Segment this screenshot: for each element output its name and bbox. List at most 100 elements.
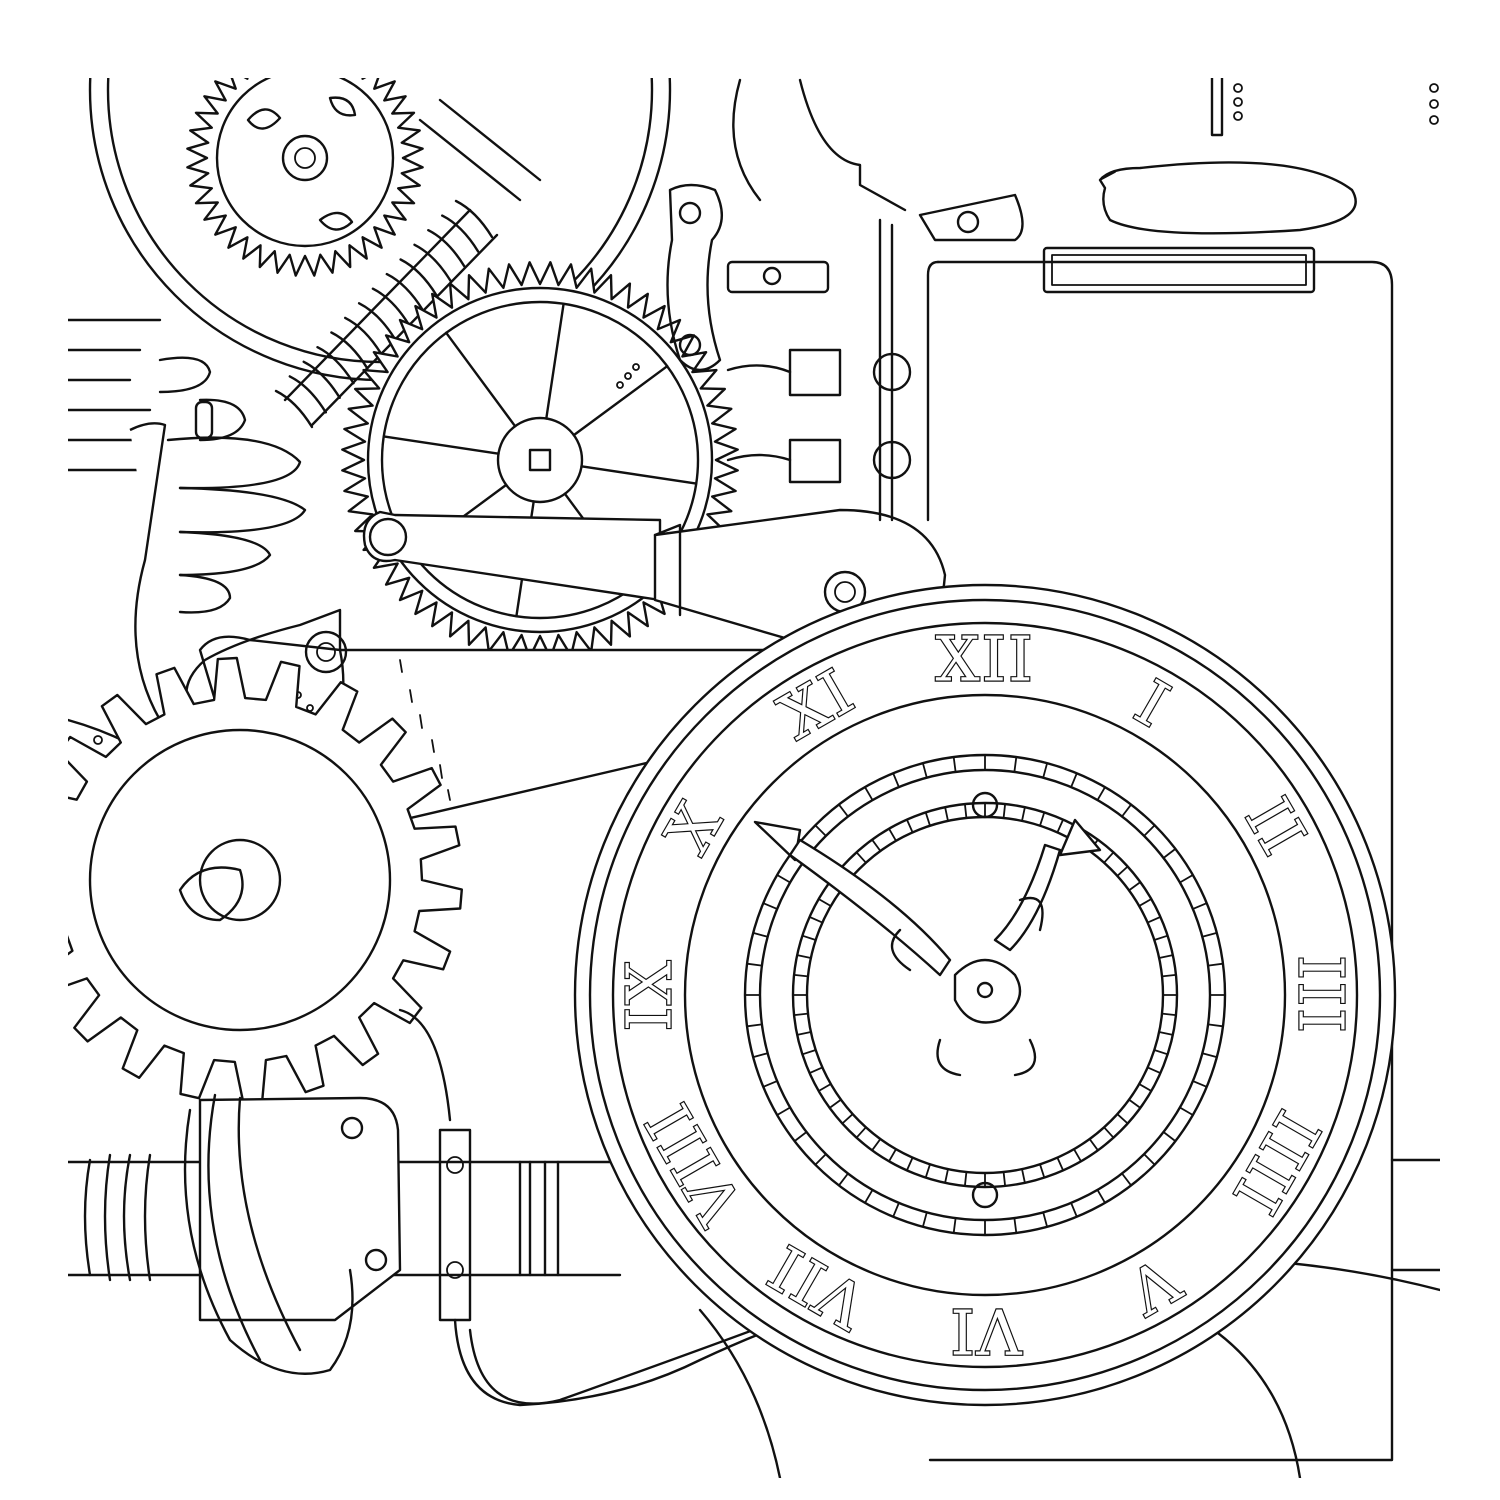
inner-ring-tick [839, 1174, 848, 1186]
minute-tick [1022, 1169, 1025, 1183]
minute-tick [810, 917, 823, 923]
inner-ring-tick [954, 1218, 956, 1233]
minute-tick [1154, 1050, 1167, 1054]
inner-ring-tick [795, 1132, 807, 1141]
inner-ring-tick [1144, 825, 1155, 836]
clock-hands [755, 820, 1100, 1075]
inner-ring-tick [1208, 964, 1223, 966]
inner-ring-tick [1180, 875, 1193, 883]
minute-tick [926, 812, 930, 825]
minute-tick [797, 955, 811, 958]
minute-tick [1148, 1067, 1161, 1073]
finger-clamp [160, 358, 305, 613]
inner-ring-tick [865, 1190, 873, 1203]
worm-screw [276, 201, 497, 427]
inner-ring-tick [1193, 1081, 1207, 1087]
clock-numeral: VI [948, 1295, 1022, 1368]
minute-tick [1159, 1032, 1173, 1035]
minute-tick [1004, 804, 1006, 818]
minute-tick [819, 899, 831, 906]
worm-ridge [428, 230, 464, 266]
inner-ring-tick [747, 1024, 762, 1026]
inner-ring-tick [839, 805, 848, 817]
minute-tick [1004, 1172, 1006, 1186]
minute-tick [1104, 852, 1113, 862]
clock-numeral: XII [935, 623, 1034, 696]
minute-tick [1040, 1164, 1044, 1177]
inner-ring-tick [1193, 903, 1207, 909]
gear-spoke [446, 333, 515, 426]
minute-tick [1139, 1084, 1151, 1091]
inner-ring-tick [1208, 1024, 1223, 1026]
minute-tick [1104, 1127, 1113, 1137]
inner-ring-tick [1014, 1218, 1016, 1233]
minute-tick [857, 1127, 866, 1137]
inner-ring-tick [753, 1053, 768, 1057]
worm-ridge [318, 347, 354, 383]
sprocket-gear-top [187, 78, 422, 275]
minute-tick [889, 829, 896, 841]
minute-tick [965, 804, 967, 818]
gear-spoke [384, 436, 499, 453]
minute-tick [872, 840, 880, 851]
top-right-oval-plate [1100, 78, 1438, 233]
dotted-trail [400, 660, 450, 800]
minute-tick [889, 1149, 896, 1161]
minute-tick [1159, 955, 1173, 958]
worm-ridge [359, 303, 395, 339]
inner-ring-tick [1071, 1203, 1077, 1217]
minute-tick [1040, 812, 1044, 825]
minute-tick [830, 1100, 841, 1108]
terminal-connectors [668, 80, 1023, 520]
minute-tick [1117, 1114, 1127, 1123]
minute-tick [1148, 917, 1161, 923]
inner-ring-tick [893, 1203, 899, 1217]
inner-ring-tick [777, 1108, 790, 1116]
worm-ridge [276, 391, 312, 427]
minute-tick [1162, 975, 1176, 977]
minute-tick [802, 1050, 815, 1054]
minute-tick [1162, 1014, 1176, 1016]
gear-lower-left [68, 658, 462, 1102]
left-slats [68, 320, 160, 470]
inner-ring-tick [1164, 849, 1176, 858]
inner-ring-tick [865, 787, 873, 800]
cabinet-panel [928, 248, 1440, 1460]
inner-ring-tick [777, 875, 790, 883]
inner-ring-tick [1202, 933, 1217, 937]
inner-ring-tick [1098, 787, 1106, 800]
inner-ring-tick [1122, 1174, 1131, 1186]
minute-tick [926, 1164, 930, 1177]
inner-ring-tick [763, 1081, 777, 1087]
minute-tick [1074, 1149, 1081, 1161]
inner-ring-tick [923, 1212, 927, 1227]
clock-numeral: III [1285, 955, 1358, 1034]
worm-ridge [442, 216, 478, 252]
worm-ridge [331, 333, 367, 369]
inner-ring-tick [1144, 1154, 1155, 1165]
inner-ring-tick [1122, 805, 1131, 817]
rivet-column-right [1430, 84, 1438, 124]
minute-tick [907, 1158, 913, 1171]
minute-tick [819, 1084, 831, 1091]
minute-tick [965, 1172, 967, 1186]
minute-tick [1057, 820, 1063, 833]
minute-tick [1117, 867, 1127, 876]
minute-tick [1090, 1139, 1098, 1150]
minute-tick [945, 807, 948, 821]
minute-tick [1022, 807, 1025, 821]
inner-ring-tick [763, 903, 777, 909]
clock-numeral: IX [613, 959, 686, 1032]
gear-spoke [546, 304, 563, 419]
worm-ridge [290, 376, 326, 412]
minute-tick [794, 975, 808, 977]
inner-ring-tick [1043, 1212, 1047, 1227]
worm-ridge [456, 201, 492, 237]
inner-ring-tick [747, 964, 762, 966]
worm-ridge [345, 318, 381, 354]
minute-tick [1129, 882, 1140, 890]
inner-ring-tick [753, 933, 768, 937]
worm-ridge [304, 362, 340, 398]
